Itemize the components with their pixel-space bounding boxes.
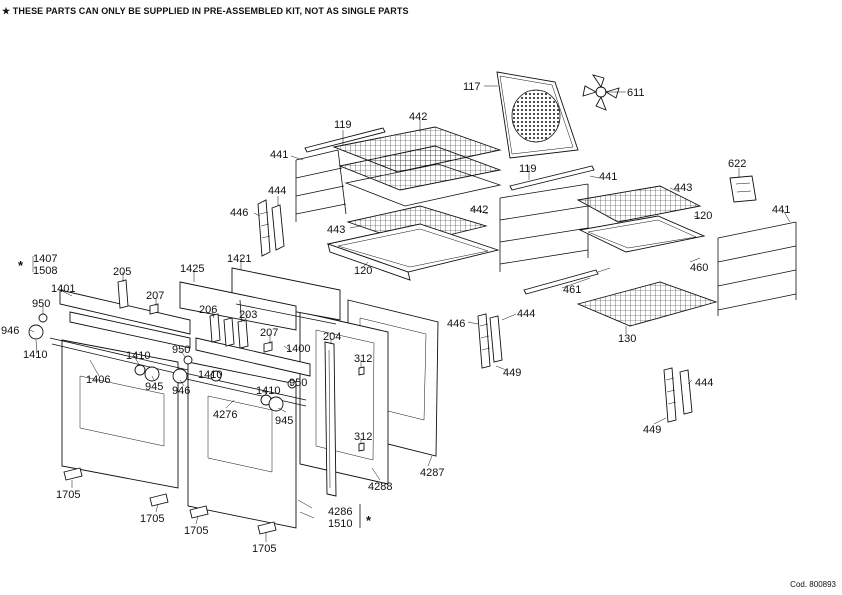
label-4287: 4287 <box>420 467 444 479</box>
label-120: 120 <box>354 265 372 277</box>
label-444: 444 <box>517 308 535 320</box>
label-461: 461 <box>563 284 581 296</box>
label-443: 443 <box>327 224 345 236</box>
label-4286: 4286 <box>328 506 352 518</box>
label-946: 946 <box>172 385 190 397</box>
label-1705: 1705 <box>140 513 164 525</box>
label-611: 611 <box>627 87 645 99</box>
kit-note: ★ THESE PARTS CAN ONLY BE SUPPLIED IN PR… <box>2 6 409 16</box>
part-labels: 117 611 119 442 441 444 446 443 119 441 … <box>1 81 790 555</box>
label-119: 119 <box>519 163 537 175</box>
side-runner-left <box>295 149 347 222</box>
label-446: 446 <box>447 318 465 330</box>
label-1425: 1425 <box>180 263 204 275</box>
label-4276: 4276 <box>213 409 237 421</box>
label-206: 206 <box>199 304 217 316</box>
label-946: 946 <box>1 325 19 337</box>
fan-blade <box>582 74 620 111</box>
label-120: 120 <box>694 210 712 222</box>
label-130: 130 <box>618 333 636 345</box>
knobs <box>28 313 297 412</box>
label-1705: 1705 <box>56 489 80 501</box>
label-204: 204 <box>323 331 341 343</box>
label-443: 443 <box>674 182 692 194</box>
door-profile-204 <box>324 341 337 497</box>
label-1410: 1410 <box>126 350 150 362</box>
label-1421: 1421 <box>227 253 251 265</box>
component-461 <box>523 267 611 295</box>
label-446: 446 <box>230 207 248 219</box>
brackets <box>117 279 273 353</box>
label-444: 444 <box>268 185 286 197</box>
label-441: 441 <box>772 204 790 216</box>
door-catch <box>358 366 365 452</box>
label-205: 205 <box>113 266 131 278</box>
label-312: 312 <box>354 431 372 443</box>
star-marker: * <box>18 258 24 273</box>
hinge-middle <box>477 313 503 369</box>
label-945: 945 <box>275 415 293 427</box>
label-442: 442 <box>470 204 488 216</box>
label-1705: 1705 <box>184 525 208 537</box>
wire-rack-right <box>576 185 706 253</box>
star-marker: * <box>366 513 372 528</box>
label-1510: 1510 <box>328 518 352 530</box>
leader-lines <box>29 85 791 542</box>
label-950: 950 <box>172 344 190 356</box>
label-312: 312 <box>354 353 372 365</box>
label-449: 449 <box>503 367 521 379</box>
side-runner-right <box>499 183 589 272</box>
drip-tray-left <box>326 223 500 281</box>
label-444: 444 <box>695 377 713 389</box>
label-1400: 1400 <box>286 343 310 355</box>
label-449: 449 <box>643 424 661 436</box>
back-panel <box>496 71 579 159</box>
label-950: 950 <box>289 377 307 389</box>
wire-rack-upper <box>332 126 502 207</box>
label-1705: 1705 <box>252 543 276 555</box>
label-945: 945 <box>145 381 163 393</box>
label-441: 441 <box>599 171 617 183</box>
label-1410: 1410 <box>198 369 222 381</box>
drawing-code: Cod. 800893 <box>790 580 836 589</box>
hinge-lower-right <box>663 367 693 423</box>
door-feet <box>63 467 277 535</box>
side-runner-far-right <box>717 221 797 316</box>
label-622: 622 <box>728 158 746 170</box>
label-119: 119 <box>334 119 352 131</box>
label-1410: 1410 <box>256 385 280 397</box>
label-950: 950 <box>32 298 50 310</box>
label-442: 442 <box>409 111 427 123</box>
label-4288: 4288 <box>368 481 392 493</box>
label-1410: 1410 <box>23 349 47 361</box>
rail-upper <box>304 127 386 153</box>
label-207: 207 <box>260 327 278 339</box>
label-207: 207 <box>146 290 164 302</box>
glass-panels <box>179 267 439 485</box>
hinge-upper-left <box>257 199 285 257</box>
wire-rack-130 <box>576 281 718 327</box>
component-622 <box>729 175 757 203</box>
label-1406: 1406 <box>86 374 110 386</box>
label-441: 441 <box>270 149 288 161</box>
label-1508: 1508 <box>33 265 57 277</box>
door-top-strips <box>49 289 311 407</box>
label-460: 460 <box>690 262 708 274</box>
label-203: 203 <box>239 309 257 321</box>
label-1407: 1407 <box>33 253 57 265</box>
rail-right <box>509 165 595 191</box>
label-117: 117 <box>463 81 481 93</box>
label-1401: 1401 <box>51 283 75 295</box>
